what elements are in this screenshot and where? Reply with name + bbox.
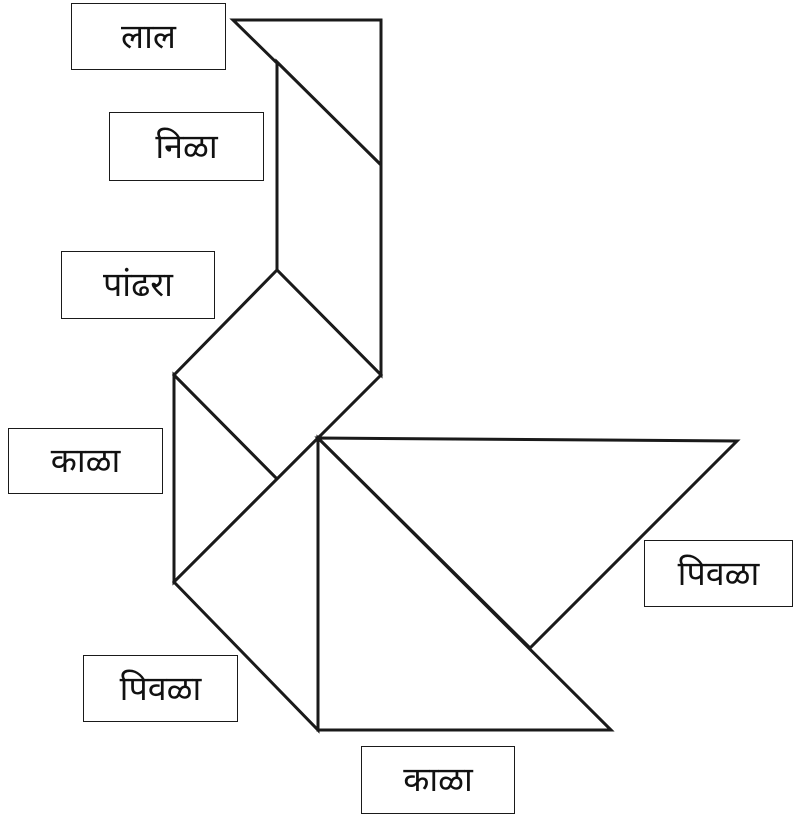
label-blue: निळा [109, 112, 264, 181]
yellow-large-triangle [314, 436, 741, 651]
label-black-left: काळा [8, 428, 163, 494]
label-red: लाल [71, 3, 226, 70]
label-yellow-left: पिवळा [83, 655, 238, 722]
label-black-bottom: काळा [361, 746, 515, 814]
label-yellow-right: पिवळा [644, 540, 793, 607]
label-white: पांढरा [61, 251, 215, 319]
